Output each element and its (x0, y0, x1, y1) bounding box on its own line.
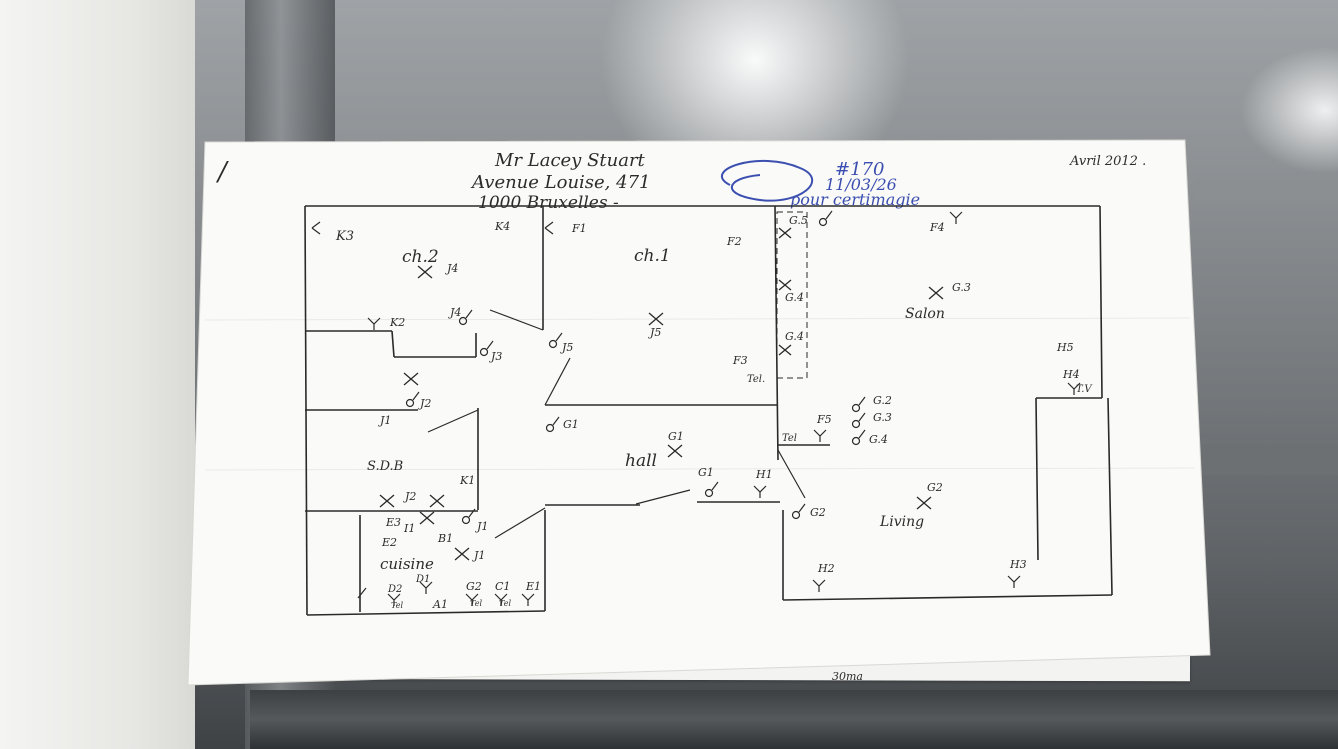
wall-background (0, 0, 195, 749)
steel-bottom (250, 690, 1338, 749)
paper-sheet (187, 139, 1211, 686)
steel-rail (1195, 445, 1338, 475)
steel-rail (1195, 180, 1338, 200)
